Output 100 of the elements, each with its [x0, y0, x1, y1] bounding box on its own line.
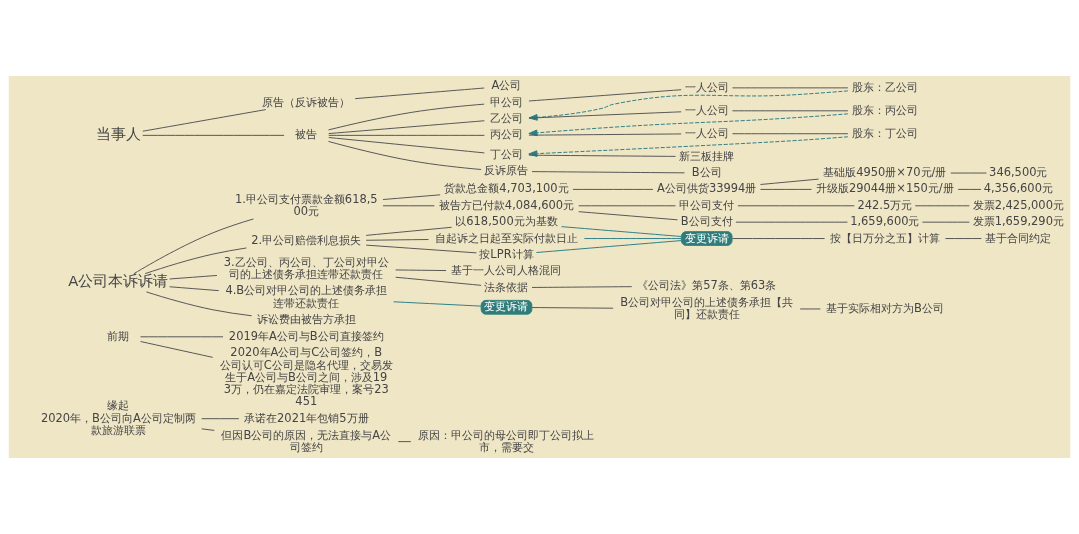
- node-box: 变更诉请: [680, 231, 733, 246]
- connector: [201, 428, 215, 431]
- connector: [561, 226, 682, 237]
- node-text: 原告（反诉被告）: [262, 94, 351, 109]
- connector: [583, 238, 682, 240]
- connector: [382, 194, 441, 200]
- connector: [528, 133, 682, 136]
- node-text: 股东：丁公司: [851, 125, 918, 140]
- node-text: 4,356,600元: [983, 181, 1053, 196]
- node-text: 被告: [295, 127, 318, 142]
- node-text: 2019年A公司与B公司直接签约: [228, 328, 384, 343]
- connector: [572, 188, 654, 190]
- node-text: 乙公司: [490, 111, 523, 126]
- connector: [760, 178, 820, 185]
- node-text: 一人公司: [684, 79, 729, 94]
- connector: [395, 269, 447, 272]
- node-text: 4.B公司对甲公司的上述债务承担连带还款责任: [225, 283, 388, 310]
- node-text: 丙公司: [490, 127, 523, 142]
- node-text: 基于一人公司人格混同: [451, 263, 562, 278]
- node-text: 2020年A公司与C公司签约，B公司认可C公司是隐名代理，交易发生于A公司与B公司之间，涉及193万，仍在嘉定法院审理，案号23451: [219, 345, 393, 409]
- node-text: 基础版4950册×70元/册: [823, 165, 947, 180]
- connector: [921, 221, 970, 223]
- connector: [531, 307, 614, 309]
- node-text: 被告方已付款4,084,600元: [438, 197, 575, 212]
- connector: [731, 110, 849, 112]
- node-text: B公司: [691, 165, 722, 180]
- node-text: B公司对甲公司的上述债务承担【共同】还款责任: [620, 294, 794, 322]
- node-text: 一人公司: [684, 125, 729, 140]
- node-text: 发票1,659,290元: [972, 214, 1064, 229]
- connector: [737, 205, 855, 207]
- node-text: 发票2,425,000元: [972, 197, 1064, 212]
- connector: [531, 171, 685, 174]
- connector: [531, 286, 633, 288]
- connector: [731, 133, 849, 135]
- connector: [354, 87, 485, 100]
- node-text: A公司供货33994册: [657, 181, 757, 196]
- connector: [201, 418, 240, 420]
- node-text: 基于合同约定: [985, 230, 1052, 245]
- node-text: 货款总金额4,703,100元: [444, 181, 569, 196]
- node-text: 按LPR计算: [479, 246, 534, 261]
- connector: [528, 154, 677, 157]
- connector: [140, 341, 214, 358]
- node-text: 当事人: [95, 124, 141, 142]
- connector: [327, 140, 482, 170]
- node-text: 新三板挂牌: [679, 148, 735, 163]
- connector: [365, 226, 453, 236]
- node-text: 股东：丙公司: [851, 102, 918, 117]
- node-text: 一人公司: [684, 102, 729, 117]
- connector: [142, 109, 267, 132]
- node-text: 《公司法》第57条、第63条: [637, 278, 777, 293]
- node-text: 甲公司: [490, 94, 523, 109]
- connector: [957, 188, 982, 190]
- connector: [169, 286, 220, 292]
- connector: [578, 205, 676, 207]
- node-text: 反诉原告: [484, 163, 529, 178]
- node-text: 3.乙公司、丙公司、丁公司对甲公司的上述债务承担连带还款责任: [223, 254, 389, 282]
- node-text: 前期: [107, 328, 130, 343]
- connector: [144, 247, 247, 275]
- node-text: 原因：甲公司的母公司即丁公司拟上市，需要交: [418, 427, 595, 454]
- connector: [535, 240, 682, 253]
- connector: [395, 276, 482, 286]
- node-text: 1,659,600元: [850, 214, 920, 229]
- node-text: 346,500元: [989, 165, 1048, 180]
- node-text: 以618,500元为基数: [455, 214, 558, 229]
- connector: [145, 291, 253, 317]
- node-text: 甲公司支付: [679, 197, 735, 212]
- connector: [133, 218, 254, 275]
- node-text: 但因B公司的原因，无法直接与A公司签约: [221, 427, 392, 454]
- connector: [731, 238, 826, 240]
- node-text: 诉讼费由被告方承担: [256, 312, 356, 327]
- node-box: 变更诉请: [480, 299, 533, 315]
- node-text: 股东：乙公司: [851, 79, 918, 94]
- node-text: A公司本诉诉请: [68, 272, 169, 290]
- node-text: 缘起 2020年，B公司向A公司定制两款旅游联票: [40, 398, 196, 438]
- connector: [365, 244, 477, 254]
- connector: [944, 238, 982, 240]
- node-text: 242.5万元: [857, 197, 913, 212]
- connector: [382, 205, 435, 207]
- node-text: 自起诉之日起至实际付款日止: [435, 230, 578, 245]
- connector: [328, 137, 485, 154]
- connector: [169, 274, 218, 280]
- connector: [735, 221, 848, 223]
- node-text: 基于实际相对方为B公司: [825, 301, 944, 315]
- connector: [328, 103, 485, 131]
- connector: [140, 336, 224, 338]
- node-text: 按【日万分之五】计算: [829, 230, 940, 245]
- connector: [142, 134, 285, 136]
- connector: [760, 188, 812, 190]
- node-text: A公司: [491, 78, 522, 93]
- node-text: 丁公司: [490, 147, 523, 162]
- node-text: 法条依据: [484, 279, 529, 294]
- connector: [578, 211, 678, 221]
- connector: [393, 301, 482, 307]
- connector: [731, 87, 849, 89]
- node-text: 2.甲公司赔偿利息损失: [251, 233, 362, 248]
- connector: [328, 134, 485, 136]
- arrow: [528, 136, 849, 157]
- connector: [328, 120, 485, 135]
- connector: [365, 239, 429, 241]
- node-text: 升级版29044册×150元/册: [815, 181, 954, 196]
